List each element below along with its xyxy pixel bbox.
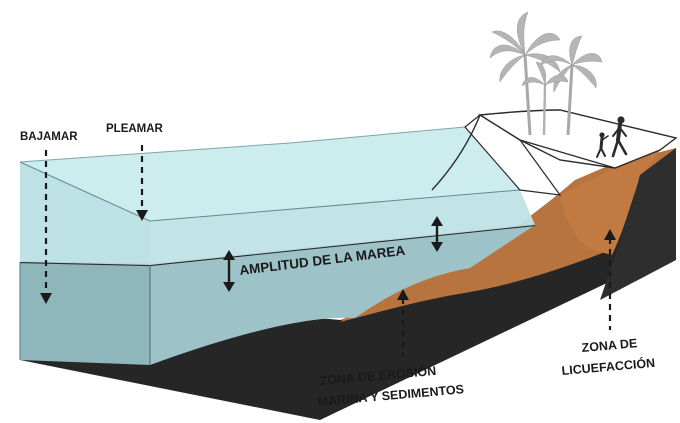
low-tide-water	[19, 223, 536, 365]
licuefaccion-label-line1: ZONA DE	[581, 336, 638, 355]
high-tide-back-edge	[19, 126, 466, 163]
palm-tree-icon	[489, 11, 603, 136]
cliff-face	[600, 148, 676, 300]
slope-face	[560, 150, 660, 255]
beach-surface-line	[519, 139, 616, 169]
bajamar-label: BAJAMAR	[20, 131, 78, 143]
beach-back-line	[431, 114, 481, 191]
high-tide-water	[19, 126, 535, 265]
high-tide-outline	[19, 161, 521, 222]
arrows	[40, 145, 616, 357]
amplitude-arrow-right-icon	[431, 216, 443, 252]
licuefaccion-arrow-icon	[604, 229, 616, 330]
bajamar-arrow-icon	[40, 150, 52, 304]
high-tide-top	[20, 127, 520, 221]
low-tide-front-face	[20, 262, 150, 365]
beach-slope	[464, 114, 562, 196]
low-tide-body	[150, 225, 535, 365]
pleamar-arrow-icon	[136, 145, 148, 221]
erosion-arrow-icon	[397, 289, 409, 357]
pleamar-label: PLEAMAR	[106, 123, 164, 135]
licuefaccion-label-line2: LICUEFACCIÓN	[561, 355, 656, 378]
high-tide-front-face	[20, 162, 150, 265]
walking-person-icon	[596, 116, 628, 158]
amplitude-arrow-left-icon	[223, 250, 235, 292]
high-tide-side-face	[150, 190, 535, 265]
